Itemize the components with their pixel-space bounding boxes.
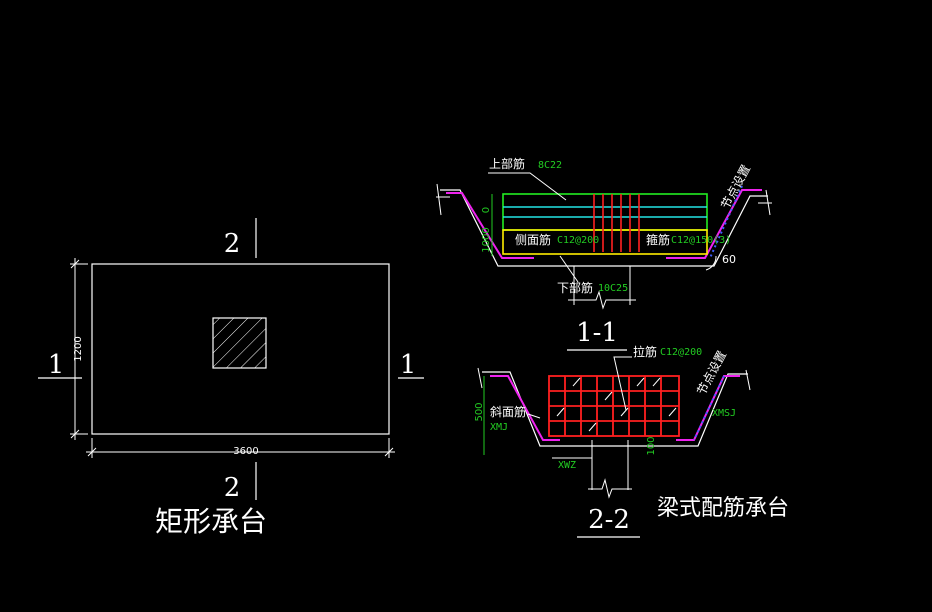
stirrup-spec: C12@150(3): [671, 235, 731, 246]
tie-bar-label: 拉筋: [633, 344, 657, 359]
section-2-2-outline: [482, 371, 748, 447]
bottom-bar-yellow: [502, 229, 708, 255]
slope-bar-left: [446, 192, 534, 259]
node-note-1: 节点设置: [718, 162, 753, 211]
stirrups-red: [593, 194, 640, 252]
tie-hook: [588, 422, 597, 432]
bottom-bar-leader: [559, 255, 579, 283]
dim-bottom-text-2: 100: [646, 436, 657, 455]
tie-hook: [652, 377, 661, 387]
tie-bar-spec: C12@200: [660, 347, 702, 358]
tie-hook: [604, 391, 613, 401]
break-left: [436, 183, 442, 216]
stirrup-label: 箍筋: [646, 232, 670, 247]
dim-height-tick-top: [70, 259, 80, 269]
node-dotted-line: [709, 185, 743, 259]
plan-title: 矩形承台: [155, 505, 267, 538]
side-bar-spec: C12@200: [557, 235, 599, 246]
break-right-2: [745, 369, 751, 391]
tie-hooks: [556, 377, 677, 432]
dim-left-text: 1000: [481, 227, 492, 252]
bottom-bar-label: 下部筋: [557, 280, 593, 295]
left-code: XMJ: [490, 422, 508, 433]
dim-left-text-2: 500: [474, 402, 485, 421]
top-bar-spec: 8C22: [538, 160, 562, 171]
top-bar-green: [502, 193, 708, 231]
cap-outline: [91, 263, 390, 435]
right-code: XMSJ: [712, 408, 736, 419]
break-left-2: [477, 367, 483, 389]
column-break-2: [588, 478, 632, 499]
column-section: [212, 317, 267, 369]
section-2-2-title: 2-2: [588, 505, 630, 535]
slope-bar-right: [666, 189, 762, 259]
tie-hook: [572, 377, 581, 387]
bottom-code: XWZ: [558, 460, 576, 471]
slope-bar-left-2: [490, 375, 560, 441]
top-bar-label: 上部筋: [489, 156, 525, 171]
section-1-right-label: 1: [400, 350, 417, 380]
plan-view: 2 2 1 1 3600 1200 矩形承台: [38, 218, 424, 538]
dim-height-tick-bottom: [70, 429, 80, 439]
side-bar-label: 侧面筋: [515, 232, 551, 247]
top-bar-leader: [488, 172, 567, 201]
dim-width-text: 3600: [233, 446, 258, 457]
node-dotted-line-2: [693, 375, 725, 441]
slant-bar-label: 斜面筋: [490, 404, 526, 419]
tie-hook: [620, 407, 629, 417]
section-2-top-label: 2: [224, 229, 241, 259]
bottom-bar-spec: 10C25: [598, 283, 628, 294]
section-2-bottom-label: 2: [224, 473, 241, 503]
section-1-left-label: 1: [48, 350, 65, 380]
caption: 梁式配筋承台: [657, 496, 789, 521]
column-break: [568, 290, 636, 310]
angle-text: 60: [722, 253, 736, 266]
section-1-1-title: 1-1: [576, 318, 618, 348]
dim-width-tick-left: [87, 447, 97, 457]
dim-height-text: 1200: [73, 336, 84, 361]
slant-bar-leader: [527, 413, 541, 419]
section-2-2: 拉筋 C12@200 斜面筋 XMJ XMSJ XWZ 500 100 节点设置…: [474, 344, 751, 538]
dim-width-tick-right: [384, 447, 394, 457]
rebar-grid-red: [548, 375, 680, 437]
section-1-1-outline: [440, 189, 768, 267]
tie-hook: [556, 407, 565, 417]
tie-hook: [636, 377, 645, 387]
dim-left-top-text: 0: [481, 207, 492, 213]
angle-arc: [705, 255, 717, 271]
tie-hook: [668, 407, 677, 417]
section-1-1: 上部筋 8C22 侧面筋 C12@200 箍筋 C12@150(3) 下部筋 1…: [436, 156, 772, 351]
tie-bar-leader: [613, 356, 632, 411]
